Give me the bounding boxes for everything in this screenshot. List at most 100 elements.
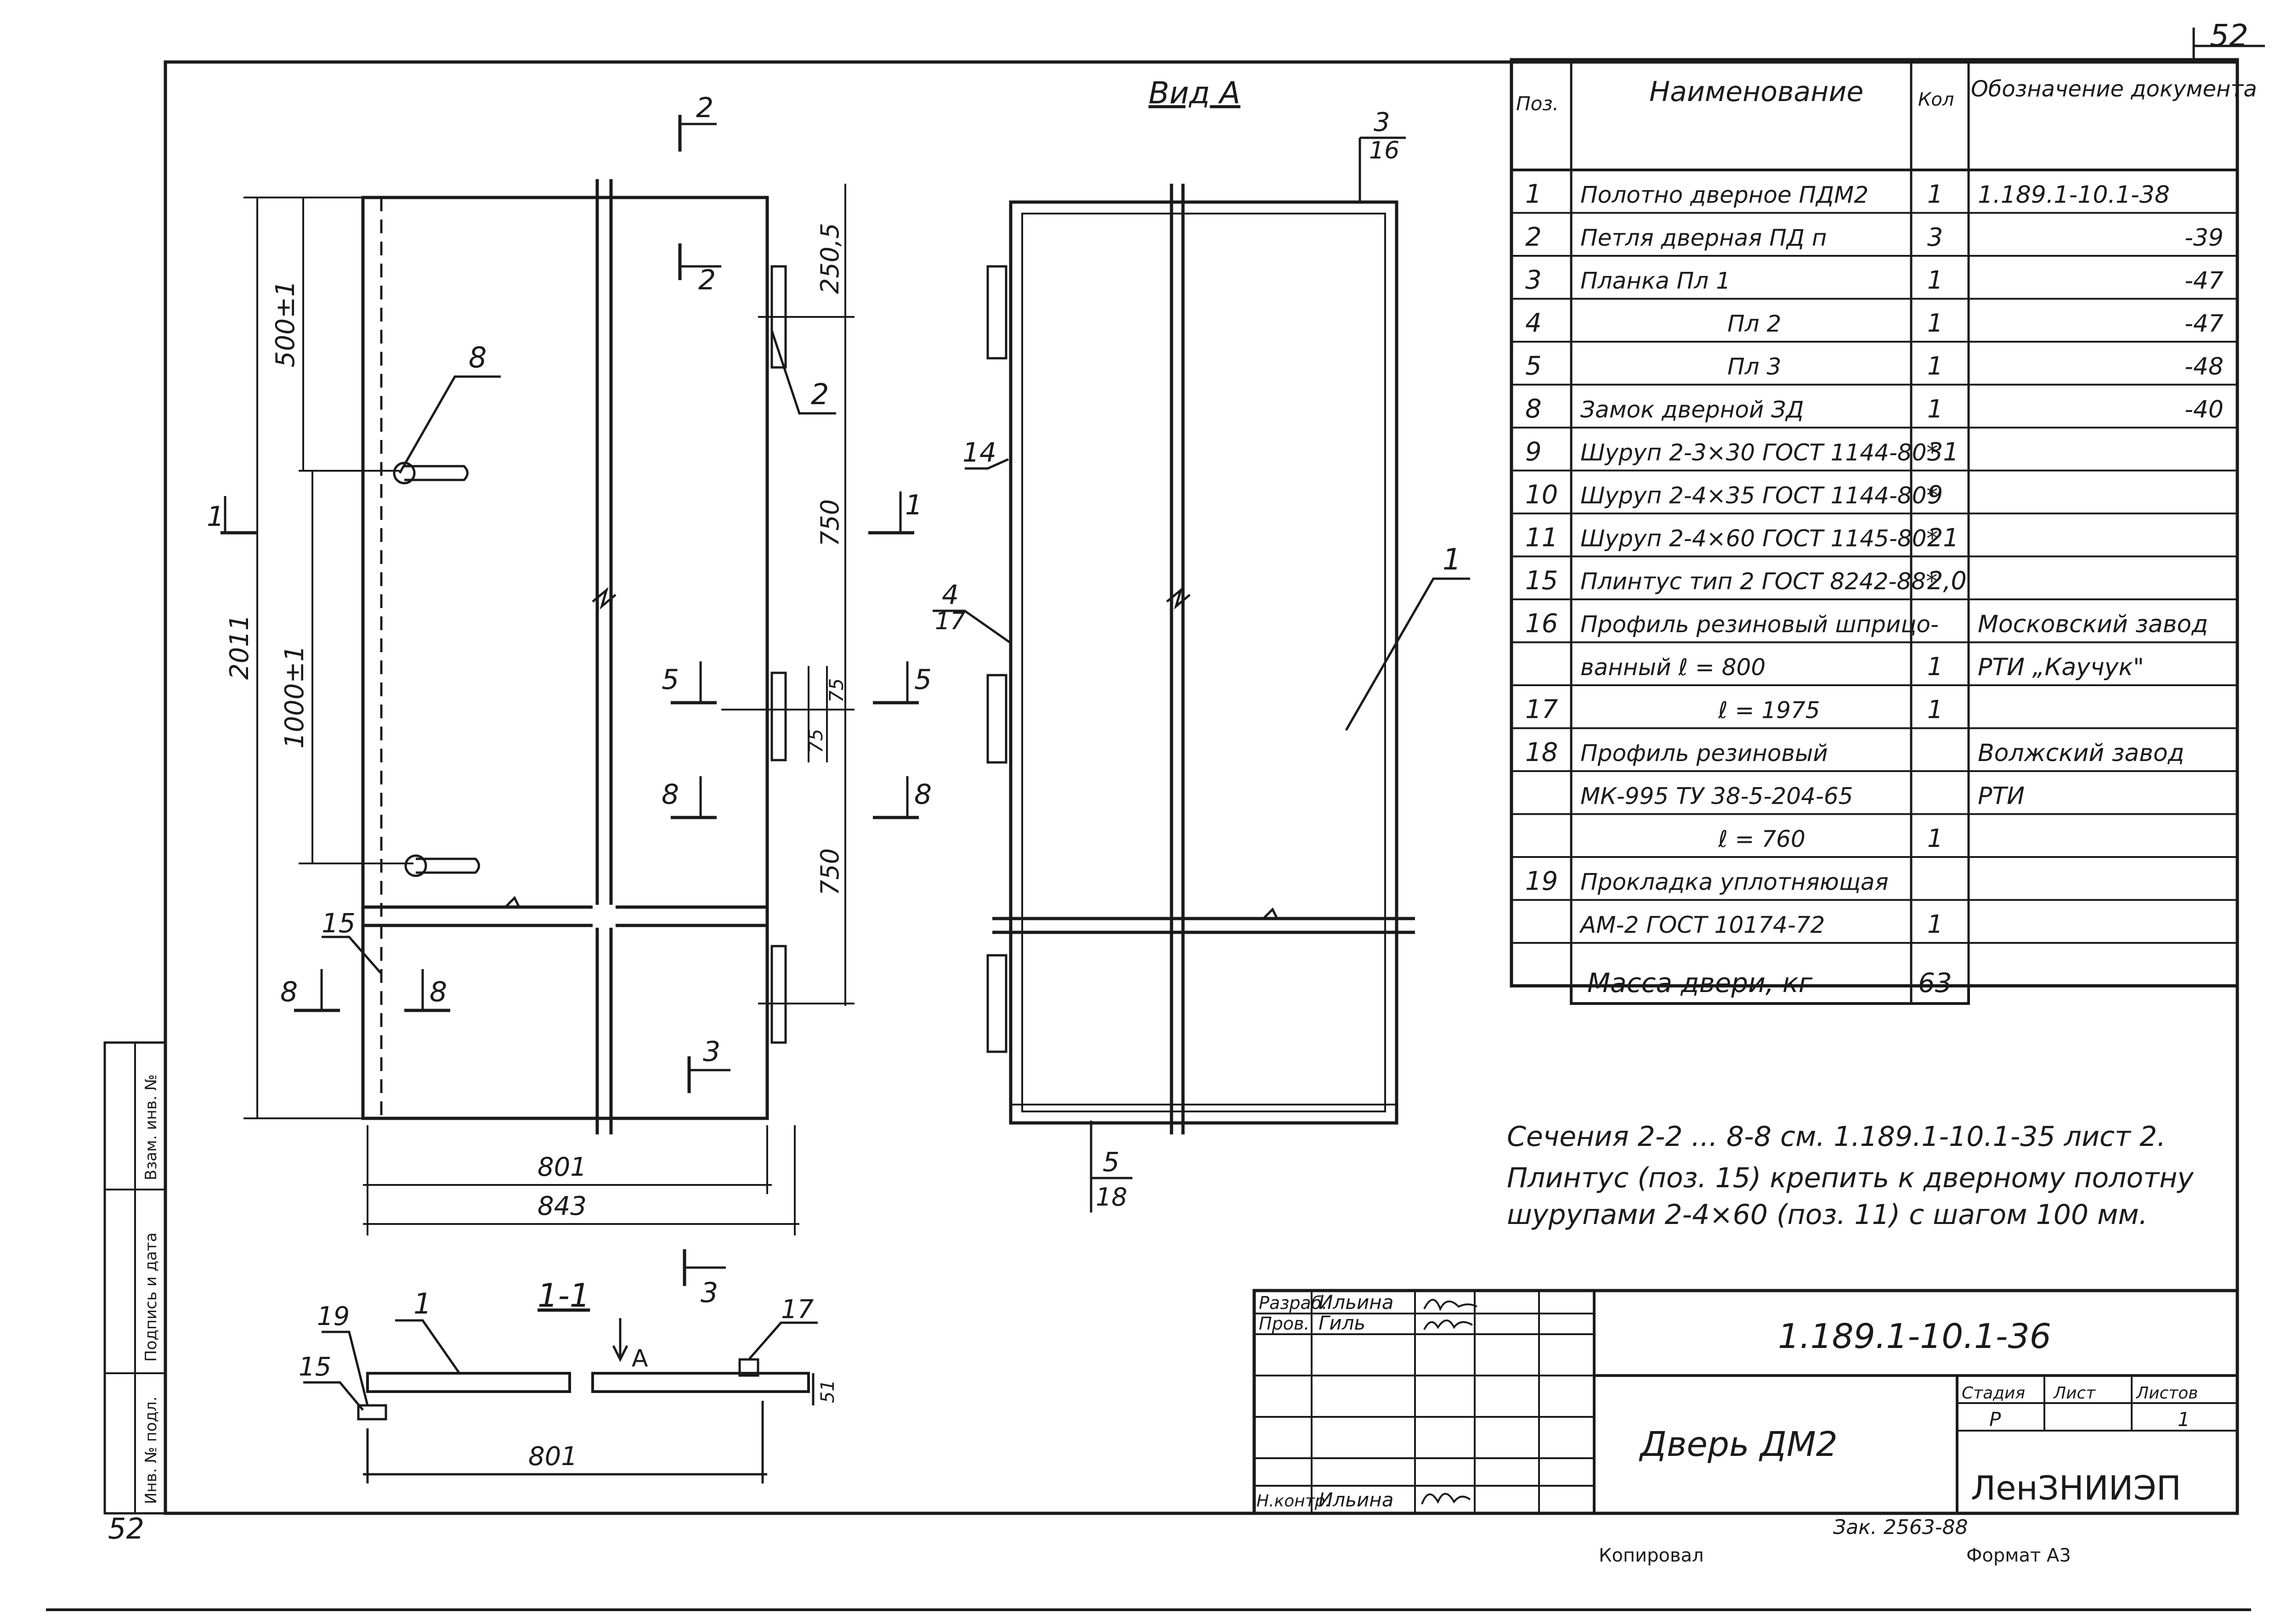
spec-header-pos: Поз. (1516, 92, 1559, 115)
section-mark-8-left: 8 (280, 976, 298, 1008)
name-1: Ильина (1319, 1291, 1394, 1314)
sheet-frame (164, 60, 2239, 1515)
spec-pos: 10 (1525, 480, 1558, 510)
section-mark-5-right: 5 (914, 664, 932, 696)
dim-750a: 750 (815, 499, 844, 547)
section-mark-1-right: 1 (905, 489, 922, 521)
dim-75a: 75 (804, 729, 827, 753)
callout-18: 18 (1096, 1183, 1127, 1212)
title-block: Разраб. Ильина Пров. Гиль Н.контр. Ильин… (1252, 1289, 2239, 1515)
door-front-view (361, 179, 787, 1134)
sheets-label: Листов (2135, 1384, 2198, 1403)
note-line-3: шурупами 2-4×60 (поз. 11) с шагом 100 мм… (1507, 1199, 2148, 1231)
callout-2: 2 (811, 378, 829, 411)
stamp-cell-1: Взам. инв. № (142, 1074, 160, 1180)
spec-doc: -40 (2184, 396, 2224, 423)
sheets-value: 1 (2178, 1408, 2190, 1431)
section-title: 1-1 (538, 1277, 590, 1314)
signature-3 (1421, 1493, 1471, 1505)
callout-16: 16 (1369, 137, 1399, 164)
spec-pos: 5 (1525, 351, 1542, 381)
spec-name: Профиль резиновый (1580, 740, 1828, 767)
section-callout-15: 15 (299, 1352, 331, 1382)
spec-pos: 1 (1525, 180, 1542, 209)
stage-label: Стадия (1962, 1384, 2025, 1403)
spec-pos: 18 (1525, 738, 1558, 767)
spec-name: Пл 3 (1727, 354, 1781, 380)
callout-14: 14 (962, 437, 996, 468)
spec-name: Замок дверной ЗД (1580, 396, 1804, 423)
dim-75b: 75 (825, 678, 848, 703)
section-mark-2-top: 2 (696, 92, 713, 124)
section-callout-17: 17 (781, 1295, 814, 1325)
spec-qty: 21 (1927, 524, 1959, 553)
spec-pos: 3 (1525, 265, 1542, 295)
spec-name: Шуруп 2-4×35 ГОСТ 1144-80* (1580, 482, 1938, 509)
spec-doc: -48 (2184, 353, 2224, 381)
role-1: Разраб. (1259, 1293, 1327, 1313)
spec-qty: 1 (1927, 824, 1943, 853)
spec-doc: -47 (2184, 267, 2224, 295)
stamp-cell-3: Инв. № подл. (142, 1396, 160, 1504)
spec-doc: 1.189.1-10.1-38 (1978, 181, 2170, 209)
section-callout-1: 1 (413, 1287, 431, 1320)
sheet-label: Лист (2053, 1384, 2096, 1403)
spec-row: 10 Шуруп 2-4×35 ГОСТ 1144-80*9 (1525, 480, 1943, 510)
spec-pos: 16 (1525, 609, 1558, 639)
spec-pos: 15 (1525, 566, 1558, 596)
spec-pos: 19 (1525, 867, 1558, 897)
section-dim-801: 801 (528, 1442, 577, 1472)
side-stamp: Взам. инв. № Подпись и дата Инв. № подл. (103, 1041, 167, 1515)
mass-value: 63 (1918, 967, 1952, 998)
spec-name: Планка Пл 1 (1580, 268, 1731, 294)
section-dim-51: 51 (817, 1380, 838, 1403)
spec-qty: 3 (1927, 223, 1943, 252)
spec-pos: 2 (1525, 222, 1542, 252)
spec-name: АМ-2 ГОСТ 10174-72 (1579, 912, 1825, 938)
section-mark-1-left: 1 (207, 501, 224, 533)
note-line-1: Сечения 2-2 ... 8-8 см. 1.189.1-10.1-35 … (1507, 1121, 2166, 1153)
callout-15: 15 (322, 908, 356, 939)
spec-doc: -39 (2184, 224, 2224, 252)
dim-hinge-top: 250,5 (815, 223, 844, 294)
dim-w-inner: 801 (538, 1152, 587, 1182)
notes: Сечения 2-2 ... 8-8 см. 1.189.1-10.1-35 … (1507, 1121, 2194, 1231)
spec-header-name: Наименование (1649, 76, 1863, 108)
spec-qty: 1 (1927, 309, 1943, 338)
spec-qty: 1 (1927, 695, 1943, 724)
note-line-2: Плинтус (поз. 15) крепить к дверному пол… (1507, 1162, 2194, 1194)
spec-header-doc: Обозначение документа (1971, 76, 2257, 102)
name-2: Гиль (1319, 1312, 1365, 1334)
spec-qty: 1 (1927, 652, 1943, 681)
spec-qty: 1 (1927, 266, 1943, 295)
section-callout-19: 19 (317, 1302, 350, 1331)
view-a-callouts: 1 14 4 17 3 16 5 18 (933, 107, 1470, 1212)
mass-label: Масса двери, кг (1587, 967, 1813, 998)
format-label: Формат А3 (1966, 1545, 2071, 1566)
dim-h-upper: 500±1 (271, 281, 300, 367)
order-number: Зак. 2563-88 (1833, 1516, 1968, 1539)
doc-code: 1.189.1-10.1-36 (1778, 1317, 2051, 1356)
view-a-drawing (986, 184, 1415, 1134)
spec-qty: 31 (1927, 438, 1959, 467)
page-number-bottom: 52 (108, 1512, 144, 1545)
organization: ЛенЗНИИЭП (1971, 1469, 2181, 1507)
spec-name: Полотно дверное ПДМ2 (1580, 182, 1868, 209)
role-3: Н.контр. (1256, 1492, 1330, 1511)
section-1-1: 1-1 А 801 51 19 1 17 15 (299, 1277, 838, 1483)
callout-1-view: 1 (1443, 543, 1461, 577)
spec-qty: 9 (1927, 480, 1943, 509)
callout-8: 8 (469, 341, 487, 374)
spec-qty: 1 (1927, 395, 1943, 423)
spec-pos: 11 (1525, 523, 1558, 553)
